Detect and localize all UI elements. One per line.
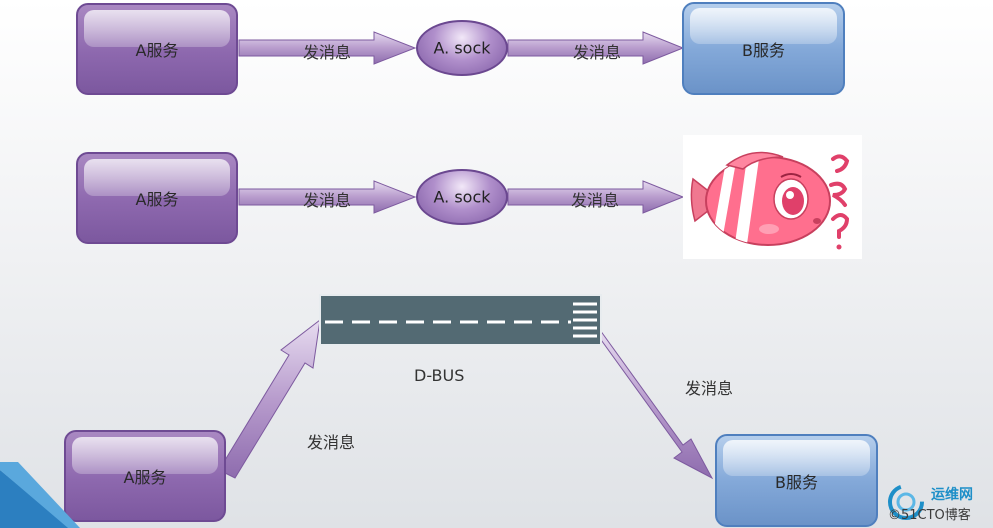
service-a-box-row2: A服务	[76, 152, 238, 244]
fish-illustration	[690, 151, 850, 250]
service-a-label-row2: A服务	[135, 190, 179, 209]
watermark-brand: 运维网	[931, 487, 973, 503]
dbus-label: D-BUS	[414, 366, 465, 385]
arrow-sock-to-b-row1	[507, 31, 685, 65]
dbus-road	[319, 294, 602, 346]
arrow-a-to-sock-row1	[238, 31, 417, 65]
service-a-label-row1: A服务	[135, 41, 179, 60]
watermark-logo-icon	[888, 484, 924, 520]
msg-label-row1-left: 发消息	[303, 43, 352, 62]
sock-label-row2: A. sock	[433, 187, 491, 207]
msg-label-row3-down: 发消息	[685, 379, 734, 398]
sock-label-row1: A. sock	[433, 38, 491, 58]
service-b-box-row3: B服务	[715, 434, 878, 527]
corner-decoration	[0, 462, 80, 528]
service-b-label-row1: B服务	[742, 40, 785, 60]
service-b-label-row3: B服务	[775, 472, 818, 492]
watermark-site: ©51CTO博客	[888, 508, 971, 523]
sock-ellipse-row2: A. sock	[416, 169, 508, 225]
dbus-road-markings	[325, 302, 597, 338]
service-b-box-row1: B服务	[682, 2, 845, 95]
arrow-sock-to-target-row2	[507, 180, 685, 214]
msg-label-row2-right: 发消息	[571, 191, 620, 210]
msg-label-row1-right: 发消息	[573, 43, 622, 62]
confused-fish-image	[683, 135, 862, 259]
msg-label-row3-up: 发消息	[307, 433, 356, 452]
arrow-a-to-bus	[218, 318, 321, 479]
arrow-a-to-sock-row2	[238, 180, 417, 214]
service-a-label-row3: A服务	[123, 468, 167, 487]
service-a-box-row3: A服务	[64, 430, 226, 522]
service-a-box-row1: A服务	[76, 3, 238, 95]
arrow-bus-to-b	[598, 328, 714, 480]
msg-label-row2-left: 发消息	[303, 191, 352, 210]
sock-ellipse-row1: A. sock	[416, 20, 508, 76]
